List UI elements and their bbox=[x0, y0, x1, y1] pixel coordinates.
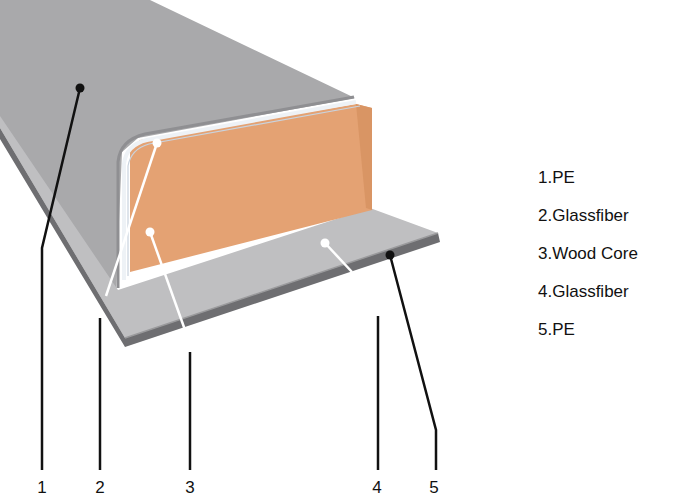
leader-line bbox=[390, 255, 436, 470]
callout-number: 2 bbox=[95, 479, 104, 498]
callout-number: 1 bbox=[37, 479, 46, 498]
leader-line bbox=[106, 143, 157, 296]
callout-number: 3 bbox=[185, 479, 194, 498]
leader-line bbox=[150, 232, 185, 330]
key-entry: 4.Glassfiber bbox=[538, 283, 629, 302]
wood-core-side bbox=[356, 104, 372, 210]
top-glassfiber-edge bbox=[128, 106, 360, 276]
leader-line bbox=[189, 352, 192, 470]
key-entry: 2.Glassfiber bbox=[538, 207, 629, 226]
leader-line bbox=[42, 88, 80, 470]
key-entry: 1.PE bbox=[538, 169, 575, 188]
callout-number: 4 bbox=[372, 479, 381, 498]
leader-line bbox=[377, 316, 380, 470]
callout-number: 5 bbox=[429, 479, 438, 498]
key-entry: 3.Wood Core bbox=[538, 245, 638, 264]
key-entry: 5.PE bbox=[538, 321, 575, 340]
leader-line bbox=[99, 318, 102, 470]
leader-line bbox=[325, 243, 352, 272]
